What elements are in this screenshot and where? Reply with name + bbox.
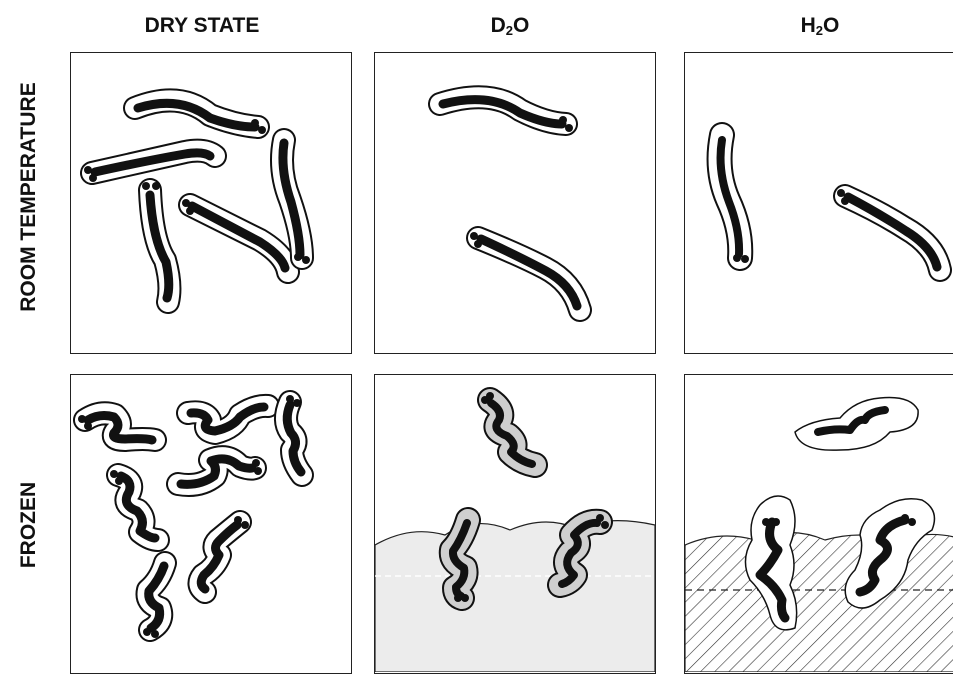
h2o-room-molecules [720,135,940,270]
dry-room-molecules [92,100,302,302]
d2o-ice-layer [375,521,655,672]
h2o-ice-layer [685,533,953,673]
dry-frozen-molecules [85,402,302,630]
d2o-room-molecules [440,97,580,310]
